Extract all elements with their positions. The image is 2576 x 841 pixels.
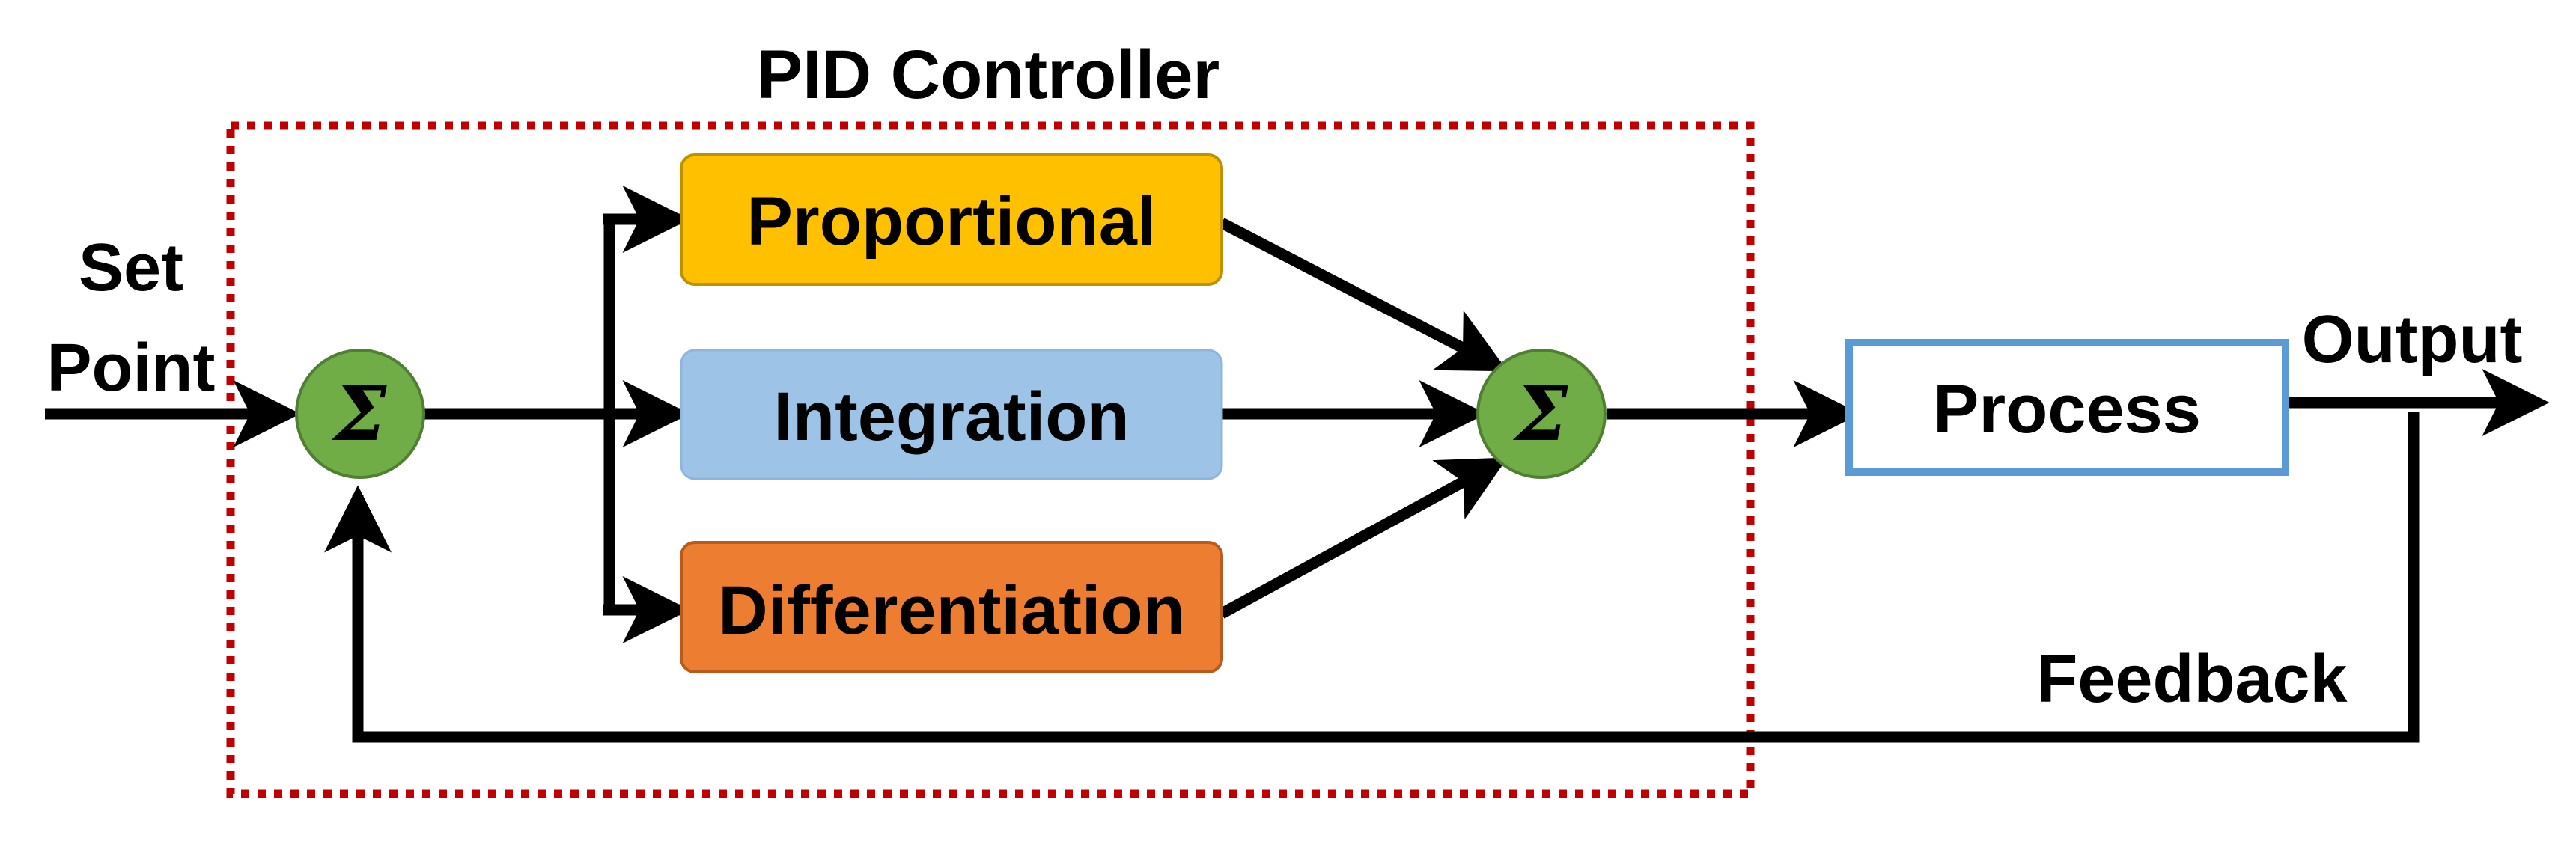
process-block-rect — [1845, 339, 2289, 476]
signal-lines — [45, 186, 2550, 743]
summing-junction-input-symbol: Σ — [332, 370, 388, 458]
process-block-label: Process — [1933, 371, 2201, 447]
feedback-label: Feedback — [2036, 642, 2348, 717]
pid-controller-boundary — [226, 121, 1755, 798]
summing-junction-output-symbol: Σ — [1513, 370, 1569, 458]
summing-junction-output: Σ — [1476, 349, 1607, 479]
pid-controller-title: PID Controller — [757, 37, 1220, 113]
proportional-block-label: Proportional — [747, 183, 1157, 260]
feedback-loop-arrow — [324, 412, 2420, 743]
summing-junction-output-circle — [1476, 349, 1607, 479]
integration-block-rect — [680, 349, 1223, 480]
proportional-block-rect — [680, 153, 1223, 286]
process-block: Process — [1845, 339, 2289, 476]
proportional-block: Proportional — [680, 153, 1223, 286]
output-label: Output — [2302, 302, 2523, 377]
differentiation-block-label: Differentiation — [718, 572, 1185, 649]
differentiation-block-rect — [680, 541, 1223, 673]
set-point-label-line2: Point — [47, 331, 216, 406]
integration-block-label: Integration — [773, 379, 1129, 455]
summing-junction-input-circle — [295, 349, 425, 479]
integration-block: Integration — [680, 349, 1223, 480]
proportional-to-sum-arrow — [1219, 218, 1508, 372]
set-point-label-line1: Set — [79, 230, 183, 305]
summing-junction-input: Σ — [295, 349, 425, 479]
differentiation-to-sum-arrow — [1219, 457, 1508, 619]
differentiation-block: Differentiation — [680, 541, 1223, 673]
